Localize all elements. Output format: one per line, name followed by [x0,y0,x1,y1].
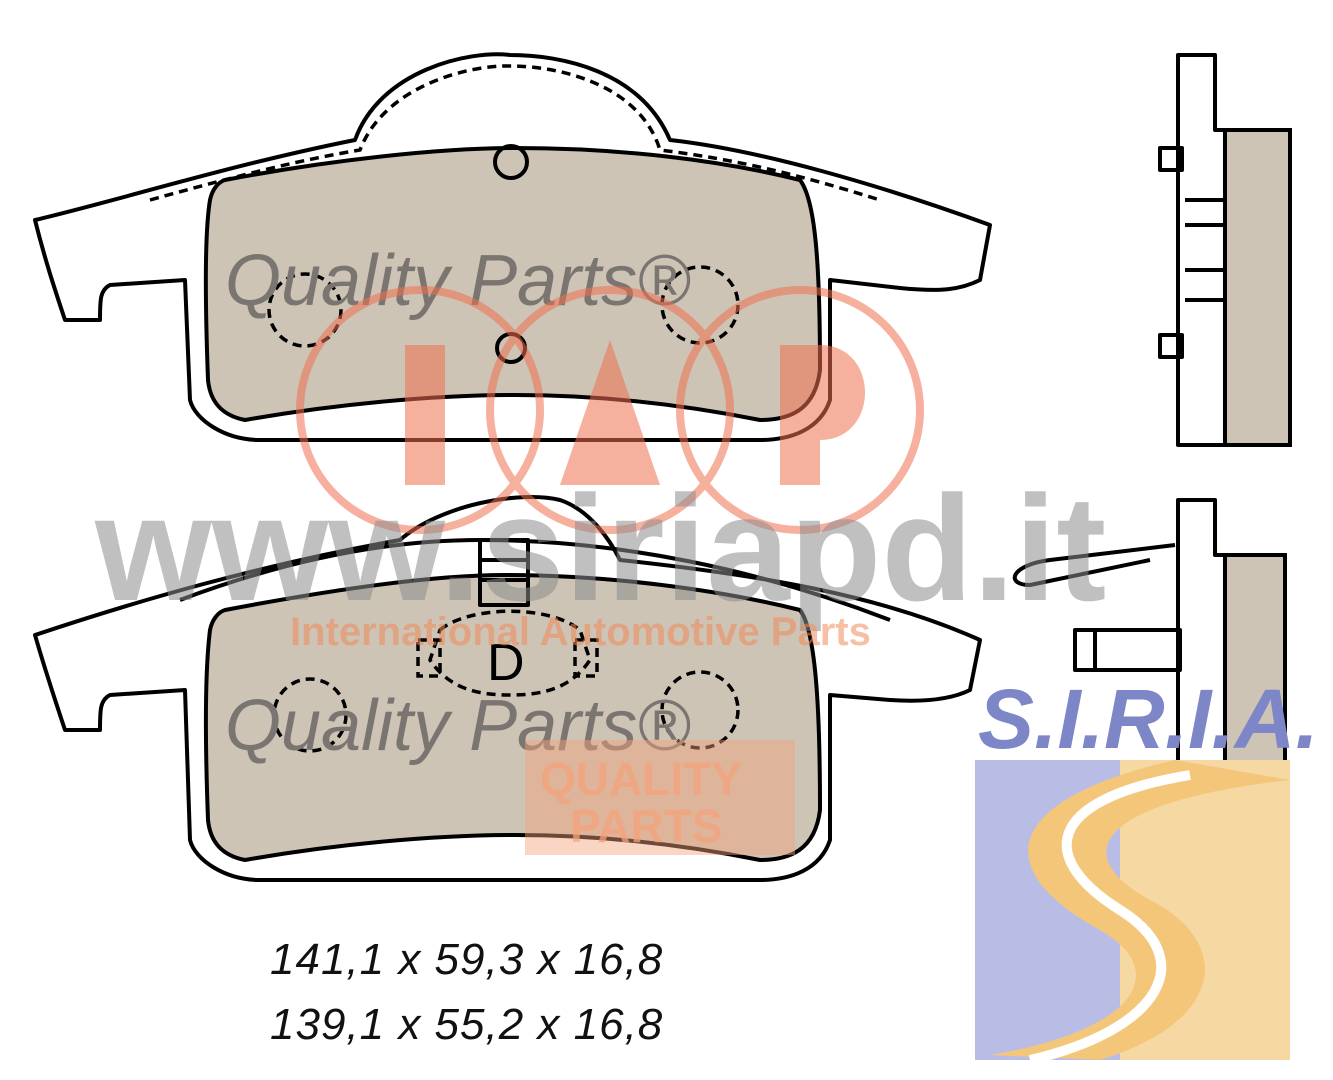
quality-parts-badge: QUALITY PARTS [525,740,795,855]
siria-brand-name: S.I.R.I.A. [978,672,1319,766]
d-marker-letter: D [487,634,525,692]
siria-logo: S.I.R.I.A. [975,672,1319,1065]
d-marker-right-tab [573,638,599,678]
badge-line-1: QUALITY [540,753,742,805]
top-side-backing [1176,53,1227,447]
wear-indicator-clip [478,538,530,607]
d-marker-outline [428,609,592,697]
top-left-pin-circle [267,272,343,348]
top-pad-shim-arc [149,64,881,202]
watermark-tagline: International Automotive Parts [290,610,871,654]
dimension-line-1: 141,1 x 59,3 x 16,8 [270,935,664,984]
top-quality-parts-text: Quality Parts® [225,241,691,321]
watermark-url: www.siriapd.it [94,464,1106,632]
top-brake-pad: Quality Parts® [33,52,992,442]
bottom-right-pin-circle [660,670,740,750]
d-marker-left-tab [416,638,442,678]
badge-line-2: PARTS [570,800,723,852]
top-side-view [1158,53,1292,447]
top-upper-hole [493,144,529,180]
bottom-side-spring-clip [1012,543,1176,587]
bottom-quality-parts-text: Quality Parts® [225,686,691,766]
top-friction-material [203,145,823,423]
dimension-line-2: 139,1 x 55,2 x 16,8 [270,1000,664,1049]
top-side-friction [1223,128,1292,447]
bottom-friction-material [203,572,823,863]
iap-watermark [296,286,924,534]
bottom-left-pin-circle [272,677,348,753]
